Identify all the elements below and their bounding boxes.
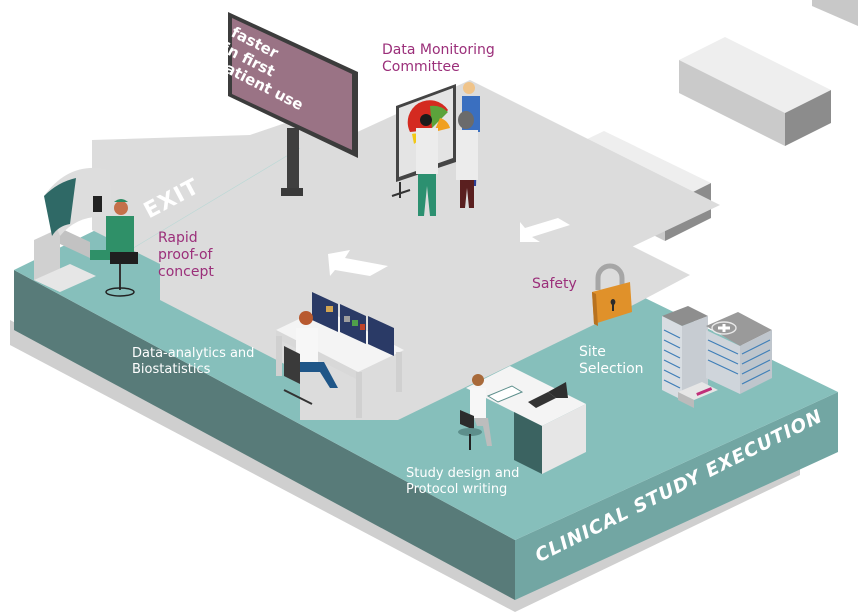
label-safety: Safety [532, 276, 577, 292]
surgeon-green-scrubs [90, 199, 138, 297]
label-study-design: Study design and Protocol writing [406, 466, 520, 497]
doctor-grey-hair [456, 111, 478, 208]
floor-guide-line [109, 147, 301, 263]
label-rapid-proof-of-concept: Rapid proof-of concept [158, 230, 214, 280]
arrow-down-left-icon [520, 218, 570, 242]
robotic-surgery-console [34, 167, 112, 292]
label-site-selection: Site Selection [579, 344, 644, 377]
analyst-person [283, 311, 338, 405]
platform-shadow [10, 320, 800, 612]
billboard [228, 12, 358, 196]
study-design-person [458, 374, 492, 450]
hospital-building [662, 306, 772, 408]
arrow-up-left-icon [328, 250, 388, 276]
platform-right-side [515, 392, 838, 600]
study-design-desk [466, 366, 586, 474]
floor-path [92, 118, 690, 420]
platform-left-side [14, 270, 515, 600]
background-block-upper [679, 37, 831, 146]
label-data-monitoring-committee: Data Monitoring Committee [382, 42, 495, 75]
triple-monitors [312, 292, 394, 356]
label-data-analytics: Data-analytics and Biostatistics [132, 346, 255, 377]
padlock-icon [592, 263, 632, 326]
doctor-green-trousers [416, 114, 438, 216]
background-block-far [812, 0, 858, 26]
